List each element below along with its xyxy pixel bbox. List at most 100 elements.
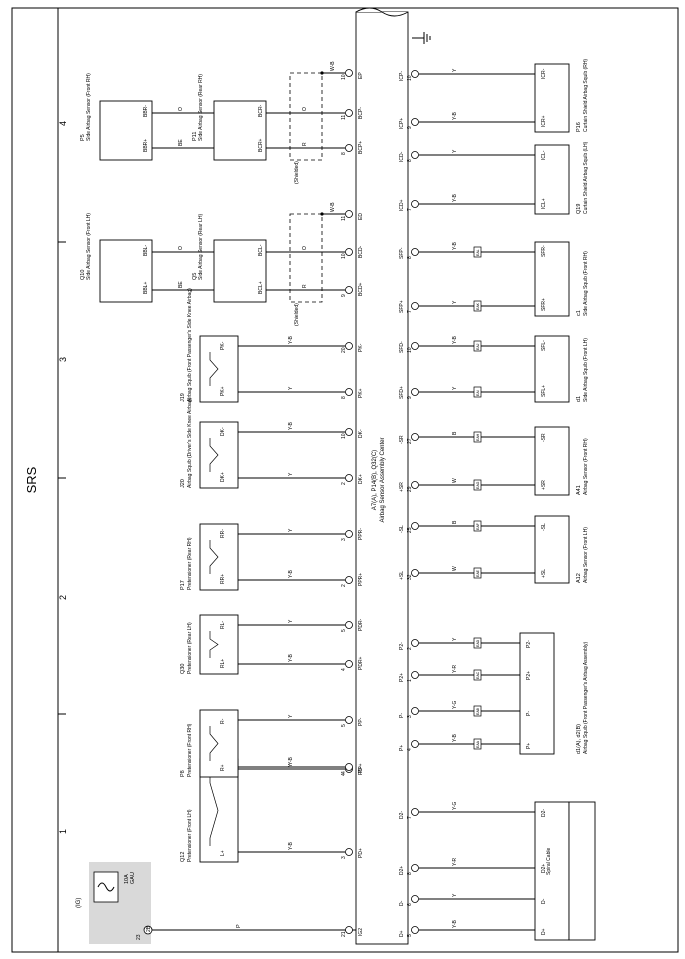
- bottom-component-pin: -SR: [541, 433, 547, 442]
- ecu-bottom-pin-number: 10: [407, 75, 413, 81]
- ecu-bottom-pin-label: SFP+: [399, 300, 405, 313]
- ecu-top-pin-number: 3: [341, 856, 347, 859]
- ecu-bottom-pin-15: [411, 248, 419, 256]
- ecu-top-pin-label: PP-: [358, 717, 364, 726]
- wire-color-minus: Y: [288, 619, 294, 623]
- ecu-bottom-pin-number: 8: [407, 872, 413, 875]
- ecu-top-pin-7: [345, 576, 353, 584]
- ecu-top-pin-number: 8: [341, 396, 347, 399]
- bottom-wire-color: Y-B: [452, 241, 458, 250]
- junction-connector: [473, 431, 482, 443]
- sensor-rear-pin-minus: BCL-: [258, 244, 264, 256]
- component-pin-plus: PK+: [220, 386, 226, 396]
- ecu-bottom-pin-number: 10: [407, 347, 413, 353]
- component-name: Pretensioner (Rear LH): [187, 622, 193, 674]
- ecu-top-pin-1: [345, 848, 353, 856]
- shield-junction: [320, 71, 324, 75]
- ecu-top-pin-number: 10: [341, 433, 347, 439]
- ecu-top-pin-label: DK-: [358, 429, 364, 438]
- ecu-bottom-pin-number: 9: [407, 396, 413, 399]
- sensor-rear-id: P11: [192, 132, 198, 141]
- ecu-top-pin-10: [345, 428, 353, 436]
- bottom-component-id: d1(A), d2(B): [576, 724, 582, 754]
- ecu-top-pin-13: [345, 286, 353, 294]
- bottom-component-pin: D-: [541, 898, 547, 904]
- sensor-front-name: Side Airbag Sensor (Front LH): [86, 213, 92, 280]
- ecu-top-pin-5: [345, 660, 353, 668]
- ecu-top-pin-number: 5: [341, 629, 347, 632]
- junction-connector: [473, 246, 482, 258]
- fuse-block: (IG) 10A GAU 23 2B: [76, 862, 153, 944]
- ecu-top-pin-number: 2: [341, 482, 347, 485]
- wire-color-plus: Y-B: [288, 569, 294, 578]
- sensor-ecu-color-minus: O: [302, 246, 308, 250]
- ecu-bottom-pin-14: [411, 302, 419, 310]
- junction-connector: [473, 567, 482, 579]
- ecu-top-pin-label: PPR+: [358, 573, 364, 586]
- ecu-top-pin-8: [345, 530, 353, 538]
- ecu-bottom-pin-label: ICP+: [399, 118, 405, 129]
- bottom-wire-color: Y-R: [452, 857, 458, 866]
- bottom-component-id: P16: [576, 122, 582, 132]
- fuse-name: GAU: [130, 872, 136, 884]
- sensor-rear-name: Side Airbag Sensor (Rear RH): [198, 74, 204, 141]
- squib-symbol: [209, 540, 219, 574]
- bottom-wire-color: B: [452, 520, 458, 524]
- ecu-top-pin-17: [345, 109, 353, 117]
- bottom-component-id: d1: [576, 396, 582, 402]
- grid-number-4: 4: [58, 121, 68, 126]
- component-pin-minus: PK-: [220, 341, 226, 350]
- wire-color-minus: Y-B: [288, 421, 294, 430]
- ecu-bottom-pin-number: 2: [407, 647, 413, 650]
- junction-connector-label: EAI: [476, 390, 480, 396]
- ecu-top-pin-4: [345, 716, 353, 724]
- ecu-top-pin-label: BCD-: [358, 245, 364, 258]
- ecu-top-pin-label: IG2: [358, 928, 364, 936]
- ecu-bottom-pin-number: 1: [407, 679, 413, 682]
- junction-connector-label: EAJ: [476, 343, 480, 350]
- ecu-top-pin-number: 10: [341, 253, 347, 259]
- bottom-wire-color: Y: [452, 386, 458, 390]
- ecu-connectors: A7(A), P14(B), Q32(C): [372, 450, 378, 510]
- wire-color-minus: Y: [288, 714, 294, 718]
- sensor-link-color-plus: BE: [178, 139, 184, 146]
- sensor-front-pin-plus: BBR+: [143, 139, 149, 152]
- power-wire-color: P: [236, 924, 242, 928]
- sensor-ecu-color-plus: R: [302, 284, 308, 288]
- ecu-bottom-pin-label: SFD-: [399, 341, 405, 353]
- wire-color-minus: Y: [288, 763, 294, 767]
- ecu-bottom-pin-label: D-: [399, 900, 405, 906]
- shield-wire-color: W-B: [330, 202, 336, 212]
- ecu-bottom-pin-label: P2-: [399, 642, 405, 650]
- bottom-component-pin: ICR+: [541, 115, 547, 127]
- bottom-component-pin: D2-: [541, 809, 547, 817]
- component-box: [199, 421, 239, 489]
- ecu-bottom-pin-number: 29: [407, 486, 413, 492]
- ecu-top-pin-number: 11: [341, 216, 347, 221]
- bottom-component-name: Side Airbag Squib (Front LH): [583, 338, 589, 402]
- bottom-wire-color: Y: [452, 637, 458, 641]
- ecu-bottom-pin-label: ICD+: [399, 199, 405, 211]
- sensor-rear-id: Q5: [192, 273, 198, 280]
- sensor-front-id: P5: [80, 134, 86, 141]
- ecu-bottom-pin-label: P-: [399, 713, 405, 718]
- ecu-top-pin-label: PDR-: [358, 618, 364, 631]
- bottom-component-box: [534, 144, 570, 215]
- bottom-components: J25Airbag Squib (Steering Wheel Pad)Spir…: [419, 59, 596, 941]
- junction-connector-label: EAE: [476, 569, 480, 577]
- ecu-break-mark: [355, 7, 409, 17]
- ecu-bottom-pin-1: [411, 895, 419, 903]
- ecu-top-pin-6: [345, 621, 353, 629]
- ecu-bottom-pin-label: +SR: [399, 482, 405, 492]
- sensor-rear-pin-plus: BCR+: [258, 138, 264, 152]
- bottom-component-id: A41: [576, 485, 582, 495]
- bottom-wire-color: Y: [452, 149, 458, 153]
- bottom-component-pin: ICL+: [541, 198, 547, 209]
- sensor-link-color-minus: O: [178, 107, 184, 111]
- ecu-top-pin-number: 11: [341, 115, 347, 120]
- ecu-top-pin-label: PD-: [358, 766, 364, 775]
- bottom-wire-color: Y-R: [452, 664, 458, 673]
- ecu-top-pin-number: 3: [341, 538, 347, 541]
- ecu-top-pin-label: EP: [358, 72, 364, 79]
- bottom-component-name: Curtain Shield Airbag Squib (LH): [583, 141, 589, 214]
